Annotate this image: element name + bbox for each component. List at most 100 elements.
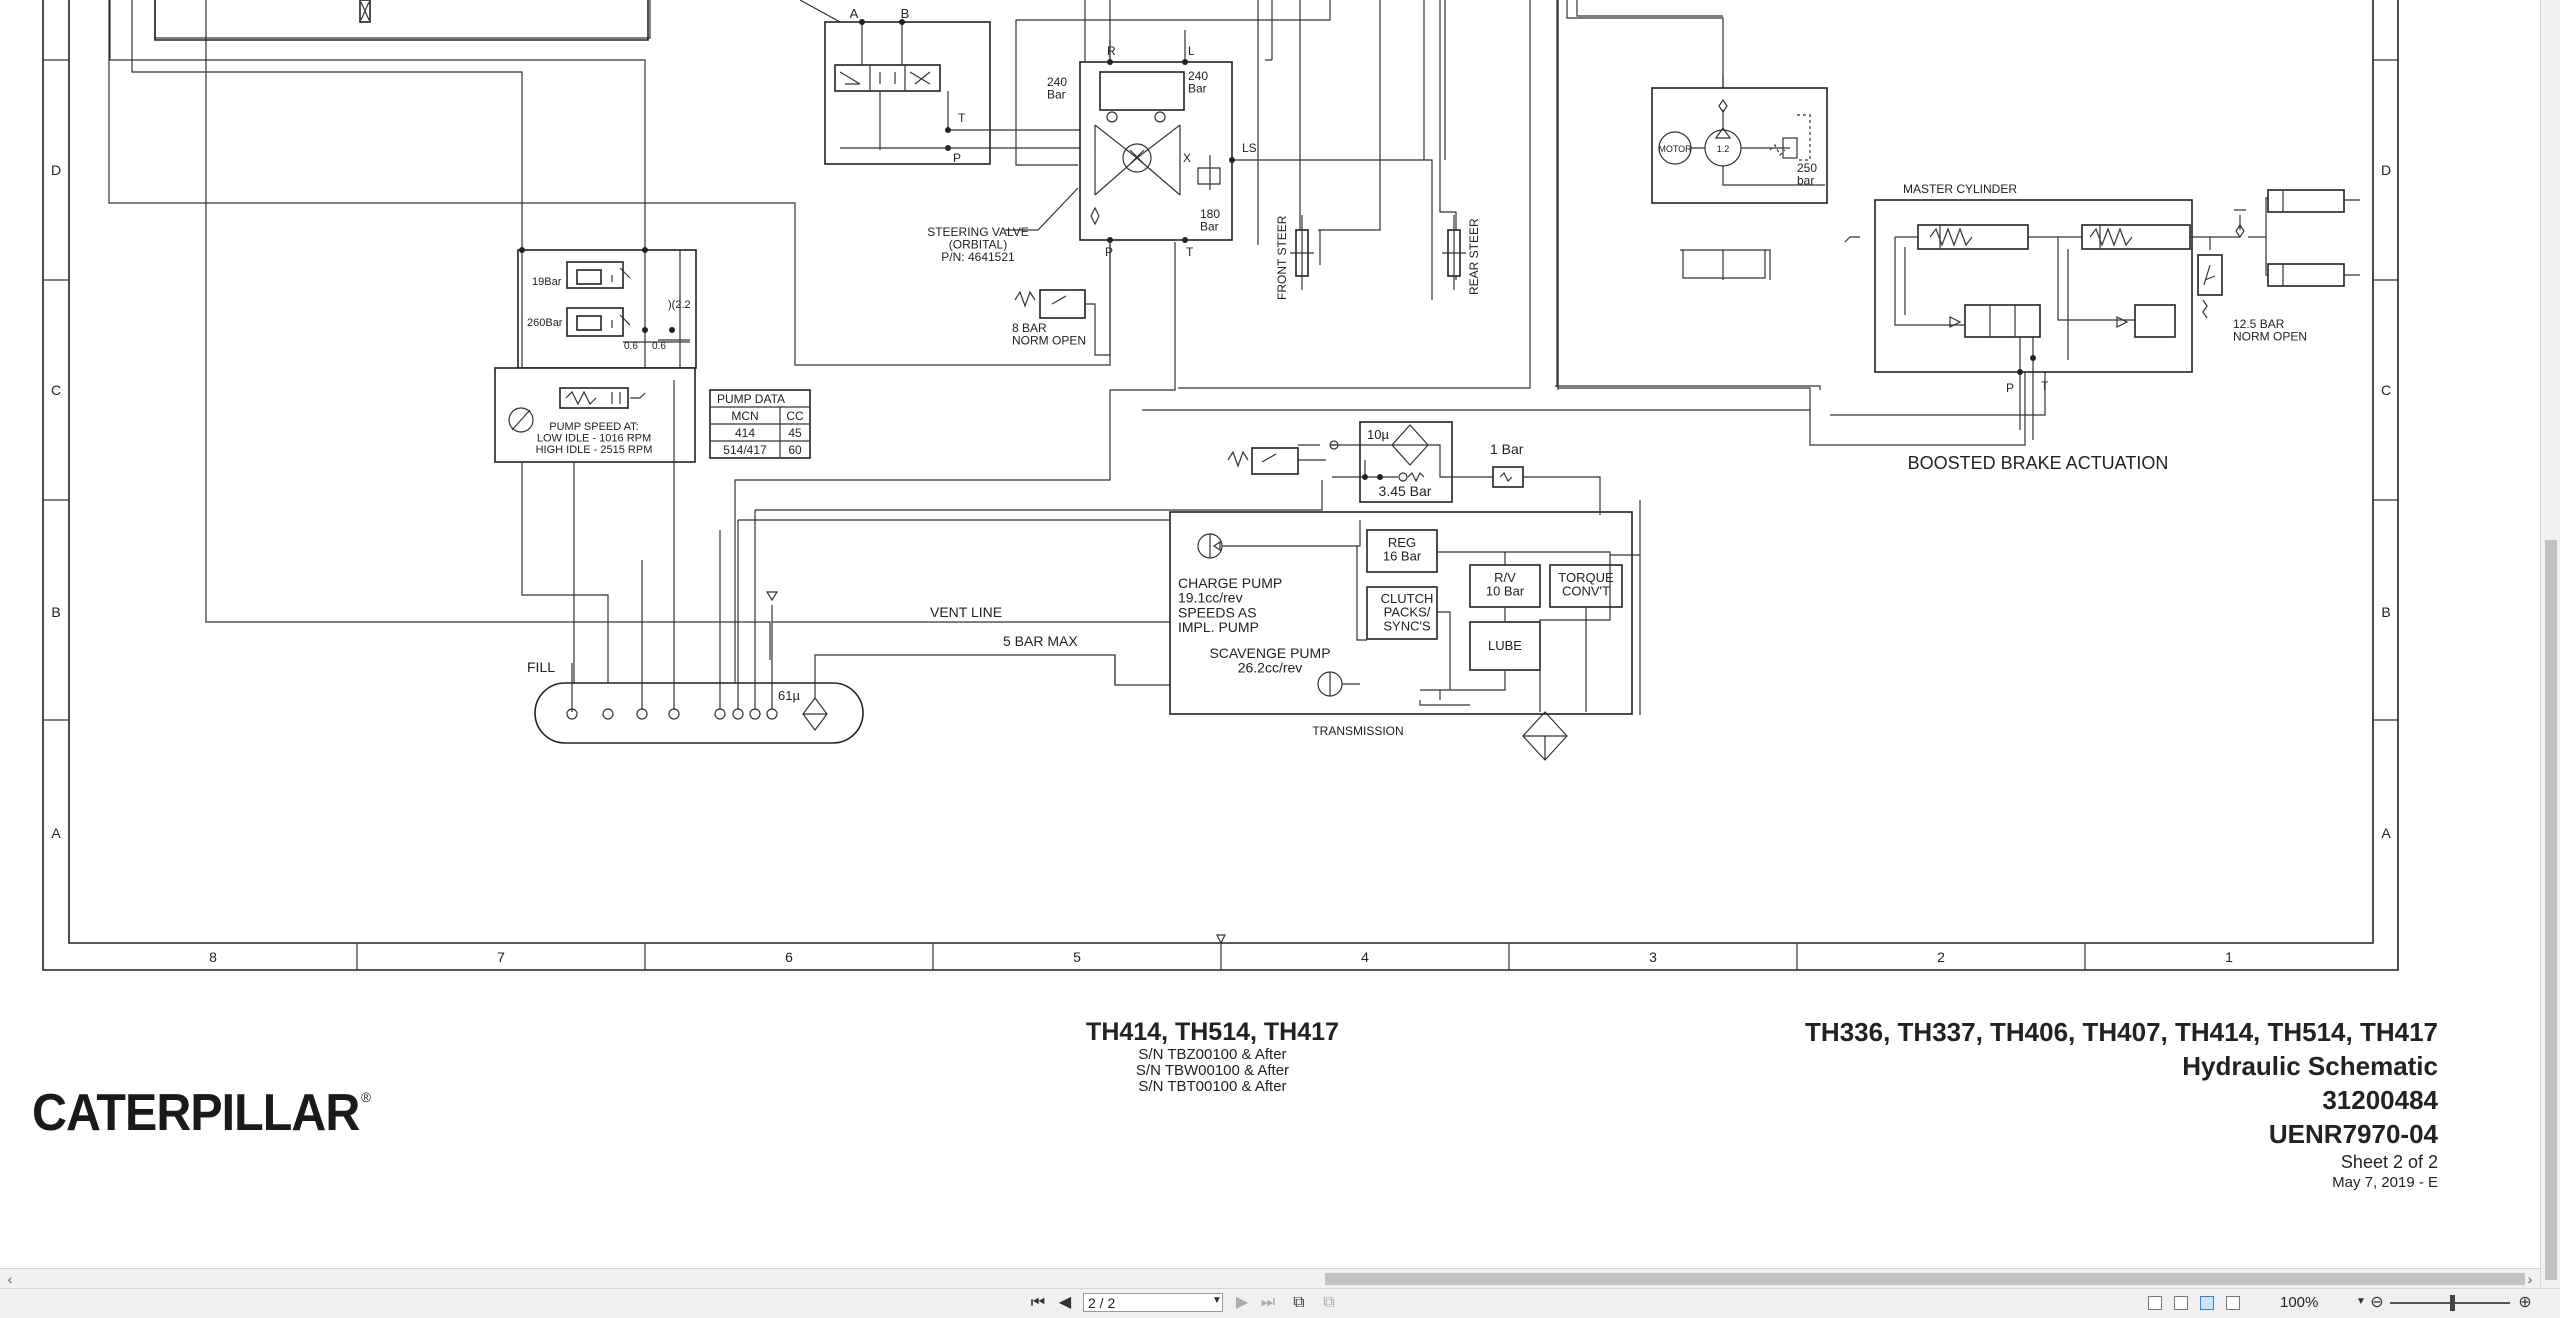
grid-row-c-left: C (51, 382, 61, 398)
serial-number: S/N TBZ00100 & After (1138, 1046, 1287, 1063)
drawing-frame: 8 7 6 5 4 3 2 1 D C B A D C B A (42, 0, 2399, 971)
center-models: TH414, TH514, TH417 (1086, 1018, 1339, 1046)
grid-col-3: 3 (1649, 949, 1657, 965)
grid-col-7: 7 (497, 949, 505, 965)
master-cylinder-label: MASTER CYLINDER (1903, 182, 2017, 196)
grid-col-6: 6 (785, 949, 793, 965)
serial-number: S/N TBW00100 & After (1135, 1062, 1290, 1079)
serial-number: S/N TBT00100 & After (1138, 1078, 1287, 1095)
document-info-block: TH336, TH337, TH406, TH407, TH414, TH514… (1805, 1015, 2438, 1193)
grid-row-b-right: B (2381, 604, 2390, 620)
port-t-steer-label: T (1186, 245, 1194, 259)
steering-valve-label: STEERING VALVE(ORBITAL)P/N: 4641521 (927, 225, 1029, 264)
front-steer-label: FRONT STEER (1275, 215, 1289, 300)
document-title: Hydraulic Schematic (2182, 1051, 2438, 1081)
vertical-scroll-thumb[interactable] (2545, 540, 2557, 1280)
scroll-right-icon[interactable]: › (2527, 1271, 2533, 1287)
grid-row-b-left: B (51, 604, 60, 620)
grid-col-8: 8 (209, 949, 217, 965)
pump-table-cell: 45 (788, 426, 802, 440)
sheet-number: Sheet 2 of 2 (2340, 1152, 2438, 1172)
book-view-icon[interactable] (2226, 1296, 2240, 1310)
bar-345-label: 3.45 Bar (1379, 483, 1432, 499)
pump-table-header-cc: CC (786, 409, 804, 423)
grid-col-5: 5 (1073, 949, 1081, 965)
port-b-label: B (901, 6, 910, 21)
lube-label: LUBE (1488, 638, 1522, 653)
pump-table-cell: 414 (735, 426, 755, 440)
horizontal-scroll-thumb[interactable] (1325, 1273, 2525, 1285)
facing-view-icon[interactable] (2200, 1296, 2214, 1310)
bar-5-max-label: 5 BAR MAX (1003, 633, 1078, 649)
caterpillar-logo: CATERPILLAR® (32, 1084, 371, 1142)
horizontal-scroll-track[interactable] (20, 1273, 2525, 1285)
last-page-icon[interactable]: ⏭ (1260, 1294, 1276, 1311)
scroll-left-icon[interactable]: ‹ (7, 1271, 13, 1287)
right-hydraulic-lines (1530, 0, 1811, 410)
vertical-scrollbar[interactable] (2540, 0, 2560, 1288)
go-forward-icon[interactable]: ⧉ (1323, 1294, 1335, 1311)
valve-260bar-label: 260Bar (527, 317, 563, 329)
zoom-slider-thumb[interactable] (2450, 1295, 2455, 1311)
single-page-view-icon[interactable] (2148, 1296, 2162, 1310)
pump-data-table: PUMP DATA MCN CC 414 45 514/417 60 (709, 389, 811, 459)
port-p-label: P (953, 151, 961, 165)
grid-row-a-left: A (51, 825, 61, 841)
filter-61u-label: 61µ (778, 688, 800, 703)
rear-steer-label: REAR STEER (1467, 218, 1481, 295)
vent-and-return-lines: VENT LINE 5 BAR MAX (738, 480, 1360, 685)
pump-table-header-mcn: MCN (731, 409, 758, 423)
pump-table-title: PUMP DATA (717, 392, 785, 406)
relief-valve-stack: 19Bar 260Bar )(2.2 0.6 0.6 PUMP SPEED AT… (494, 247, 697, 712)
zoom-in-icon[interactable]: ⊕ (2518, 1294, 2532, 1311)
directional-valve: A B T P (799, 0, 1085, 165)
top-left-box (154, 0, 649, 41)
continuous-view-icon[interactable] (2174, 1296, 2188, 1310)
zoom-level[interactable]: 100% (2280, 1294, 2319, 1311)
zoom-dropdown-icon[interactable]: ▼ (2356, 1296, 2366, 1307)
page-dropdown-icon[interactable]: ▼ (1212, 1295, 1222, 1306)
port-p-steer-label: P (1105, 245, 1113, 259)
grid-row-c-right: C (2381, 382, 2391, 398)
port-l-label: L (1188, 44, 1195, 58)
grid-row-d-right: D (2381, 162, 2391, 178)
go-back-icon[interactable]: ⧉ (1293, 1294, 1305, 1311)
motor-label: MOTOR (1658, 144, 1692, 154)
page-number-field[interactable]: 2 / 2 (1083, 1293, 1223, 1312)
port-x-label: X (1183, 151, 1191, 165)
orifice-06a-label: 0.6 (624, 341, 638, 352)
pump-table-cell: 514/417 (723, 443, 767, 457)
pump-table-cell: 60 (788, 443, 802, 457)
grid-col-1: 1 (2225, 949, 2233, 965)
charge-filter-block: 10µ 3.45 Bar 1 Bar (1227, 421, 1601, 515)
horizontal-scrollbar[interactable]: ‹ › (0, 1268, 2540, 1289)
grid-row-a-right: A (2381, 825, 2391, 841)
orifice-22-label: )(2.2 (668, 299, 691, 311)
port-t-label: T (958, 111, 966, 125)
zoom-out-icon[interactable]: ⊖ (2370, 1294, 2384, 1311)
prev-page-icon[interactable]: ◀ (1058, 1294, 1072, 1311)
orifice-06b-label: 0.6 (652, 341, 666, 352)
part-number: 31200484 (2322, 1085, 2438, 1115)
first-page-icon[interactable]: ⏮ (1030, 1294, 1046, 1311)
pump-12-label: 1.2 (1717, 144, 1730, 154)
port-p-brake-label: P (2006, 381, 2014, 395)
model-list: TH336, TH337, TH406, TH407, TH414, TH514… (1805, 1017, 2438, 1047)
filter-10u-label: 10µ (1367, 427, 1389, 442)
port-ls-label: LS (1242, 141, 1257, 155)
steer-cylinders: FRONT STEER REAR STEER (1275, 215, 1481, 300)
port-r-label: R (1107, 44, 1116, 58)
fill-label: FILL (527, 659, 555, 675)
next-page-icon[interactable]: ▶ (1235, 1294, 1249, 1311)
